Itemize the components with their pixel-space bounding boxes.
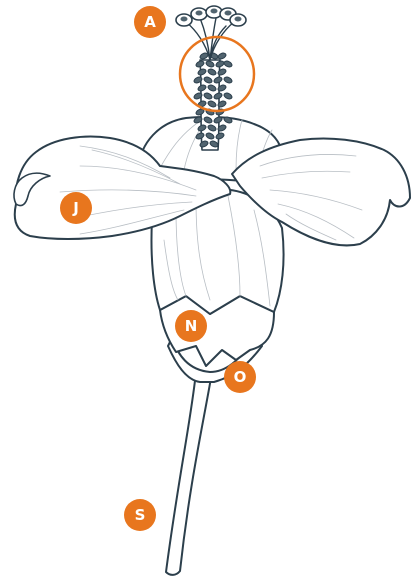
stigma-pad-center	[181, 17, 188, 22]
stigma-pad-center	[211, 9, 218, 14]
label-badge-stigma: A	[134, 6, 166, 38]
badge-label: A	[144, 13, 156, 31]
flower-stem	[166, 372, 212, 575]
badge-label: J	[72, 199, 79, 217]
label-badge-stem: S	[124, 499, 156, 531]
anther	[223, 92, 233, 100]
label-badge-bract: O	[224, 361, 256, 393]
label-badge-sepal: N	[175, 310, 207, 342]
anther	[223, 60, 233, 68]
badge-label: N	[185, 317, 198, 335]
anther	[223, 76, 233, 84]
badge-label: S	[135, 506, 146, 524]
badge-label: O	[234, 368, 247, 386]
anther	[217, 52, 227, 60]
label-badge-petal: J	[60, 192, 92, 224]
stigma-pad-center	[196, 11, 203, 16]
stigma-pads	[176, 6, 246, 26]
stigma-pad-center	[225, 11, 232, 16]
stigma-pad-center	[235, 17, 242, 22]
